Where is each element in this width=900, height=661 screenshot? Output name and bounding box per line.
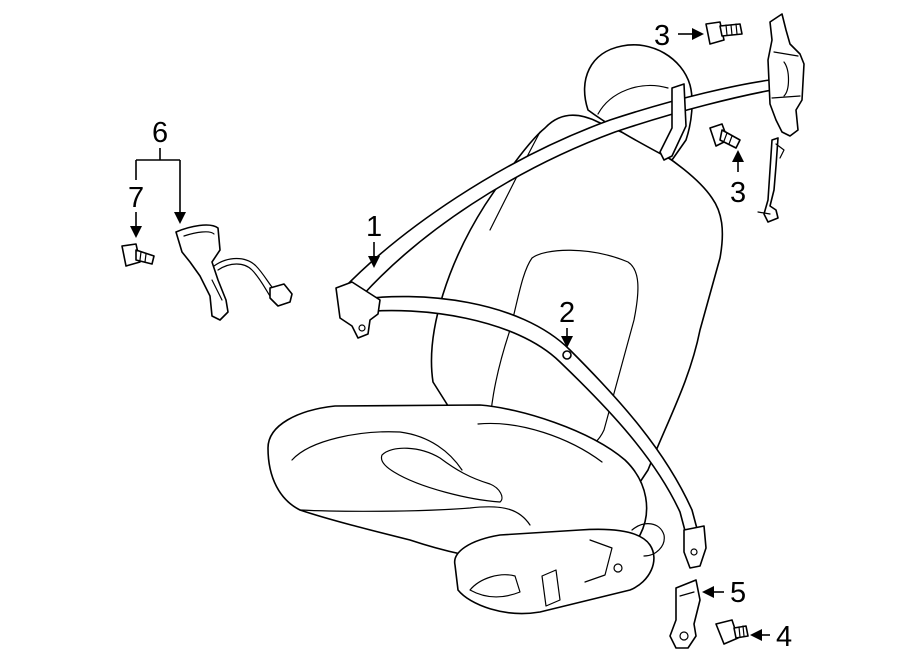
callout-2: 2 (559, 297, 575, 329)
bolt-top (705, 21, 743, 45)
bolt-lower (715, 619, 749, 645)
callout-3-top: 3 (654, 20, 670, 52)
callout-labels: 1 2 3 3 4 5 6 7 (128, 20, 792, 653)
belt-retractor (757, 13, 805, 223)
callout-7: 7 (128, 182, 144, 214)
bolt-middle (709, 123, 741, 149)
callout-1: 1 (366, 211, 382, 243)
callout-3-middle: 3 (730, 177, 746, 209)
callout-4: 4 (776, 621, 792, 653)
belt-lower-end (683, 525, 707, 569)
callout-5: 5 (730, 577, 746, 609)
callout-6: 6 (152, 117, 168, 149)
shoulder-belt (335, 79, 773, 569)
bolt-buckle (121, 243, 155, 267)
belt-tongue (335, 281, 381, 339)
stop-button (562, 350, 572, 360)
belt-guide (659, 83, 687, 161)
callout-leaders (130, 28, 770, 641)
belt-anchor (669, 579, 701, 649)
seat-base (453, 528, 655, 615)
seat-assembly (267, 44, 724, 615)
headrest (583, 44, 693, 161)
seat-belt-buckle (175, 224, 293, 321)
